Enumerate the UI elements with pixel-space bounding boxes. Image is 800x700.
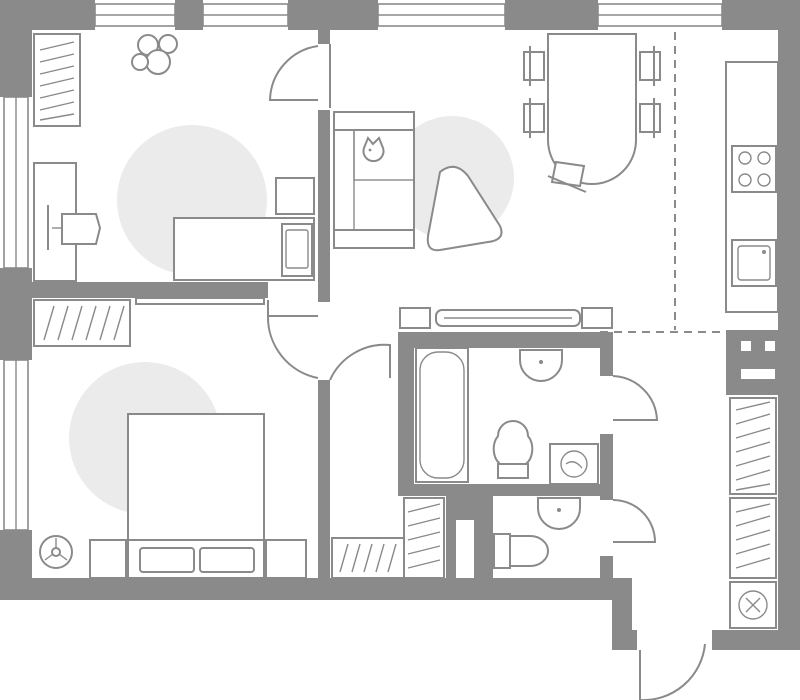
hallway bbox=[729, 397, 777, 629]
living-room bbox=[333, 33, 661, 329]
window-icon bbox=[3, 96, 29, 269]
office-room bbox=[33, 33, 315, 282]
window-icon bbox=[597, 3, 723, 27]
wardrobe-icon bbox=[729, 397, 777, 495]
chair-icon bbox=[547, 160, 587, 193]
bathtub-icon bbox=[415, 347, 469, 483]
door-icon[interactable] bbox=[612, 499, 657, 543]
chair-icon bbox=[47, 205, 102, 250]
chair-icon bbox=[639, 98, 661, 138]
nightstand-icon bbox=[265, 539, 307, 579]
interior-walls bbox=[30, 30, 780, 580]
door-icon[interactable] bbox=[268, 44, 331, 108]
tv-stand-icon bbox=[399, 307, 613, 329]
door-icon[interactable] bbox=[612, 375, 659, 421]
kitchen-zone bbox=[600, 32, 726, 333]
toilet-room bbox=[493, 497, 581, 569]
inner-hall bbox=[331, 497, 445, 579]
plant-icon bbox=[131, 34, 178, 75]
coffee-table-icon bbox=[426, 165, 503, 252]
wardrobe-icon bbox=[729, 497, 777, 579]
sink-icon bbox=[537, 497, 581, 530]
door-icon[interactable] bbox=[266, 300, 319, 379]
door-icon[interactable] bbox=[639, 643, 706, 700]
wardrobe-icon bbox=[33, 297, 265, 347]
bed-icon bbox=[173, 217, 315, 281]
doors[interactable] bbox=[266, 44, 706, 700]
dining-table-icon bbox=[547, 33, 637, 185]
window-icon bbox=[202, 3, 289, 27]
window-icon bbox=[94, 3, 176, 27]
kitchen-counter bbox=[725, 61, 779, 313]
chair-icon bbox=[523, 46, 545, 86]
nightstand-icon bbox=[275, 177, 315, 215]
window-icon bbox=[3, 359, 29, 531]
cat-icon bbox=[362, 136, 385, 163]
toilet-icon bbox=[492, 420, 534, 479]
chair-icon bbox=[639, 46, 661, 86]
exterior-walls bbox=[0, 0, 800, 650]
door-icon[interactable] bbox=[329, 343, 391, 381]
wardrobe-icon bbox=[33, 33, 81, 127]
windows bbox=[3, 3, 723, 531]
bedroom-room bbox=[33, 297, 307, 579]
radiator-icon bbox=[39, 535, 73, 569]
bed-icon bbox=[127, 413, 265, 579]
window-icon bbox=[377, 3, 506, 27]
bathroom bbox=[415, 347, 599, 485]
nightstand-icon bbox=[89, 539, 127, 579]
washing-machine-icon bbox=[549, 443, 599, 485]
floor-drain-icon bbox=[729, 581, 777, 629]
sink-icon bbox=[519, 349, 563, 382]
sofa-icon bbox=[333, 111, 415, 249]
sink-icon bbox=[731, 239, 777, 287]
wardrobe-icon bbox=[331, 537, 405, 579]
chair-icon bbox=[523, 98, 545, 138]
toilet-icon bbox=[493, 533, 549, 569]
stove-icon bbox=[731, 145, 777, 193]
wardrobe-icon bbox=[403, 497, 445, 579]
